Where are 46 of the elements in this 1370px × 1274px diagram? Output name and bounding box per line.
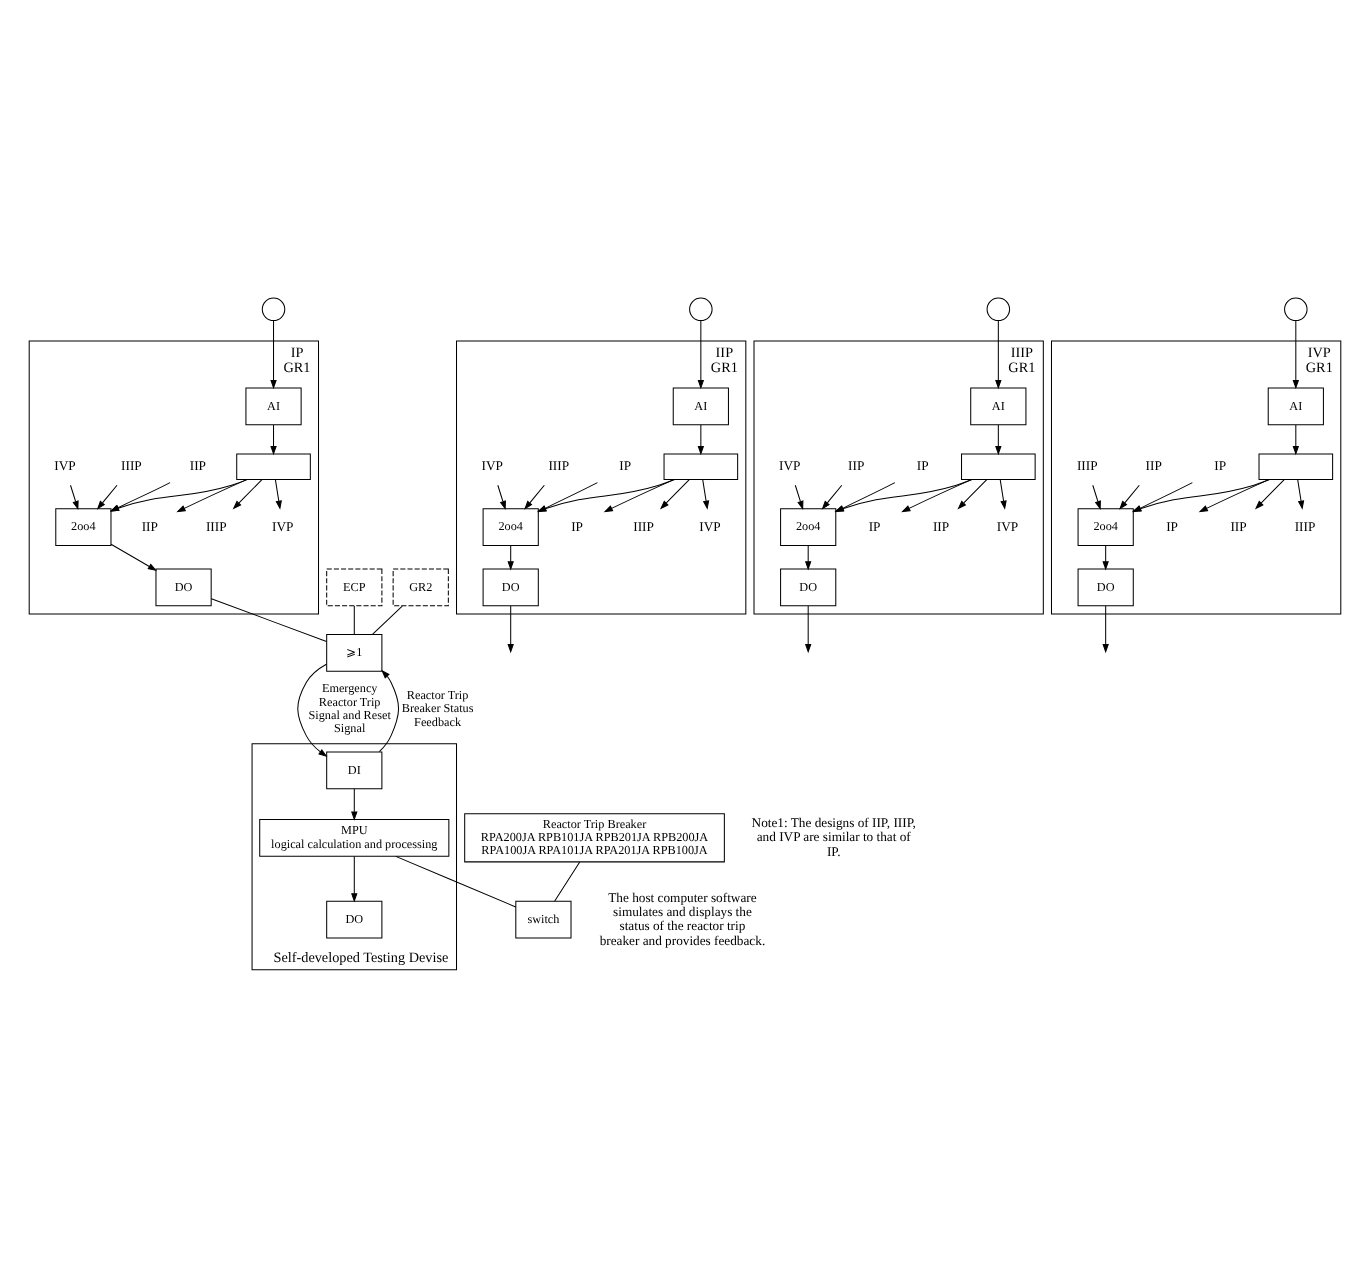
arrow <box>351 787 358 820</box>
arrow <box>957 478 988 509</box>
arrow <box>297 662 328 757</box>
arrow <box>995 319 1002 389</box>
arrow <box>697 319 705 389</box>
connector <box>372 604 403 634</box>
arrow <box>497 483 506 510</box>
node-circle <box>261 296 286 321</box>
arrow <box>274 478 282 509</box>
arrow <box>1292 423 1300 455</box>
arrow <box>794 483 804 510</box>
connector <box>353 604 355 634</box>
arrow <box>697 423 705 455</box>
node-circle <box>1284 296 1308 321</box>
arrow <box>351 855 358 902</box>
arrow <box>378 668 400 752</box>
arrow <box>995 423 1002 455</box>
arrow <box>110 542 157 570</box>
arrow <box>901 478 972 512</box>
arrow <box>659 478 690 509</box>
arrow <box>1102 544 1109 570</box>
arrow <box>804 544 812 570</box>
arrow <box>507 604 514 653</box>
connector <box>210 597 327 641</box>
arrow <box>1292 319 1300 389</box>
arrow <box>804 604 812 653</box>
connector <box>554 860 581 901</box>
node-circle <box>986 296 1011 321</box>
arrow <box>1254 478 1285 509</box>
arrow <box>999 478 1007 509</box>
node-box <box>236 452 311 480</box>
arrow <box>507 544 514 570</box>
arrow <box>1102 604 1109 653</box>
node-box <box>1258 452 1334 480</box>
arrow <box>702 478 710 509</box>
arrow <box>70 483 79 510</box>
arrow <box>1092 483 1101 510</box>
arrow <box>270 423 277 455</box>
node-box <box>663 452 739 480</box>
arrow <box>270 319 277 389</box>
connector <box>395 854 517 907</box>
arrow <box>232 478 263 509</box>
arrow <box>176 478 248 512</box>
arrow <box>1297 478 1305 509</box>
node-box <box>961 452 1036 480</box>
node-circle <box>689 296 713 321</box>
